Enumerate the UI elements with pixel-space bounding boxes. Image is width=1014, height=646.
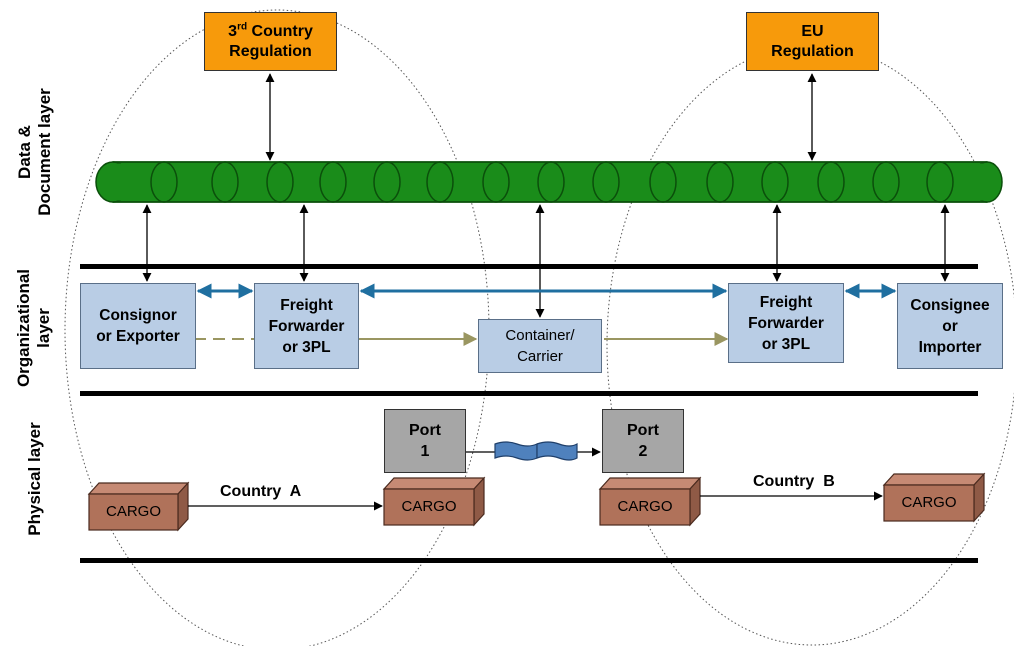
layer-label-data-document: Data & Document layer [15,88,54,216]
consignee-line2: or [942,317,958,335]
third-country-regulation-box: 3rd Country Regulation [204,12,337,71]
port-2-line1: Port [627,422,659,439]
forwarder-a-box: Freight Forwarder or 3PL [254,283,359,369]
sea-wave-icon [494,441,578,461]
port-1-line1: Port [409,422,441,439]
country-a-label: Country A [220,483,302,500]
forwarder-a-line2: Forwarder [268,317,345,335]
cargo-label-3: CARGO [617,498,673,515]
cargo-crate-4 [882,472,986,523]
eu-regulation-box: EU Regulation [746,12,879,71]
data-pipe [95,161,1003,203]
third-country-prefix: 3 [228,22,238,40]
consignor-box: Consignor or Exporter [80,283,196,369]
layer-label-organizational: Organizational layer [14,268,53,388]
cargo-label-2: CARGO [401,498,457,515]
consignee-line3: Importer [918,338,982,356]
cargo-crate-1 [87,481,190,532]
cargo-label-4: CARGO [901,494,957,511]
forwarder-b-box: Freight Forwarder or 3PL [728,283,844,363]
port-2-box: Port 2 [602,409,684,473]
port-2-line2: 2 [638,443,648,460]
port-1-box: Port 1 [384,409,466,473]
eu-line2: Regulation [771,42,854,60]
third-country-line2: Regulation [229,42,312,60]
forwarder-b-line3: or 3PL [761,335,811,353]
forwarder-a-line1: Freight [280,296,333,314]
forwarder-b-line1: Freight [759,293,813,311]
eu-line1: EU [801,22,824,40]
consignee-line1: Consignee [910,296,990,314]
carrier-line1: Container/ [505,327,575,344]
port-1-line2: 1 [420,443,430,460]
consignor-line1: Consignor [99,307,177,324]
carrier-line2: Carrier [517,348,563,365]
separator-top [80,264,978,269]
forwarder-b-line2: Forwarder [748,314,824,332]
carrier-box: Container/ Carrier [478,319,602,373]
country-b-label: Country B [753,473,835,490]
cargo-crate-3 [598,476,702,527]
separator-middle [80,391,978,396]
consignor-line2: or Exporter [96,328,180,345]
consignee-box: Consignee or Importer [897,283,1003,369]
cargo-crate-2 [382,476,486,527]
third-country-sup: rd [237,21,248,33]
cargo-label-1: CARGO [105,503,161,520]
forwarder-a-line3: or 3PL [282,338,331,356]
layer-label-physical: Physical layer [25,422,44,536]
third-country-rest: Country [247,22,313,40]
separator-bottom [80,558,978,563]
